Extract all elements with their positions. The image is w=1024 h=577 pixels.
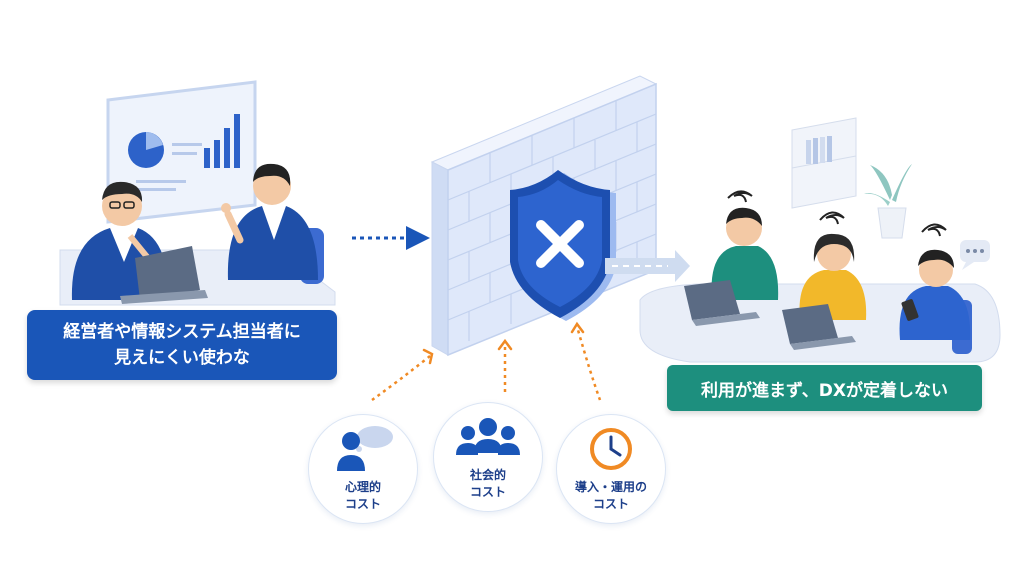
blocked-flow-arrow — [605, 250, 690, 282]
left-caption-line2: 見えにくい使わな — [114, 348, 250, 368]
left-caption-line1: 経営者や情報システム担当者に — [63, 322, 301, 342]
cost-arrows — [371, 329, 602, 402]
bookshelf — [791, 117, 857, 209]
cost-arrowheads — [422, 321, 585, 365]
confused-person-2 — [799, 211, 867, 320]
laptop-right-2 — [782, 304, 856, 350]
presentation-screen — [106, 80, 257, 224]
group-people-icon — [456, 418, 520, 455]
cost-label-line1: 心理的 — [344, 480, 381, 494]
shield-blocked-icon — [510, 170, 616, 321]
cost-circle-operation: 導入・運用の コスト — [556, 414, 666, 524]
right-caption-box: 利用が進まず、DXが定着しない — [667, 365, 982, 411]
laptop-left — [120, 246, 208, 304]
cost-circle-social: 社会的 コスト — [433, 402, 543, 512]
cost-label-line1: 導入・運用の — [574, 480, 647, 494]
cost-label-line2: コスト — [592, 497, 629, 511]
it-staff-person — [221, 163, 324, 284]
thought-bubble-person-icon — [337, 426, 393, 471]
cost-circle-psychological: 心理的 コスト — [308, 414, 418, 524]
cost-label-line2: コスト — [344, 497, 381, 511]
clock-icon — [590, 428, 632, 470]
confused-person-3 — [899, 223, 972, 354]
cost-label-line2: コスト — [469, 485, 506, 499]
chat-bubble-icon — [960, 240, 990, 270]
left-caption-box: 経営者や情報システム担当者に 見えにくい使わな — [27, 310, 337, 380]
potted-plant — [864, 164, 912, 239]
laptop-right-1 — [684, 280, 760, 326]
right-caption-text: 利用が進まず、DXが定着しない — [700, 380, 949, 401]
cost-label-line1: 社会的 — [469, 468, 506, 482]
